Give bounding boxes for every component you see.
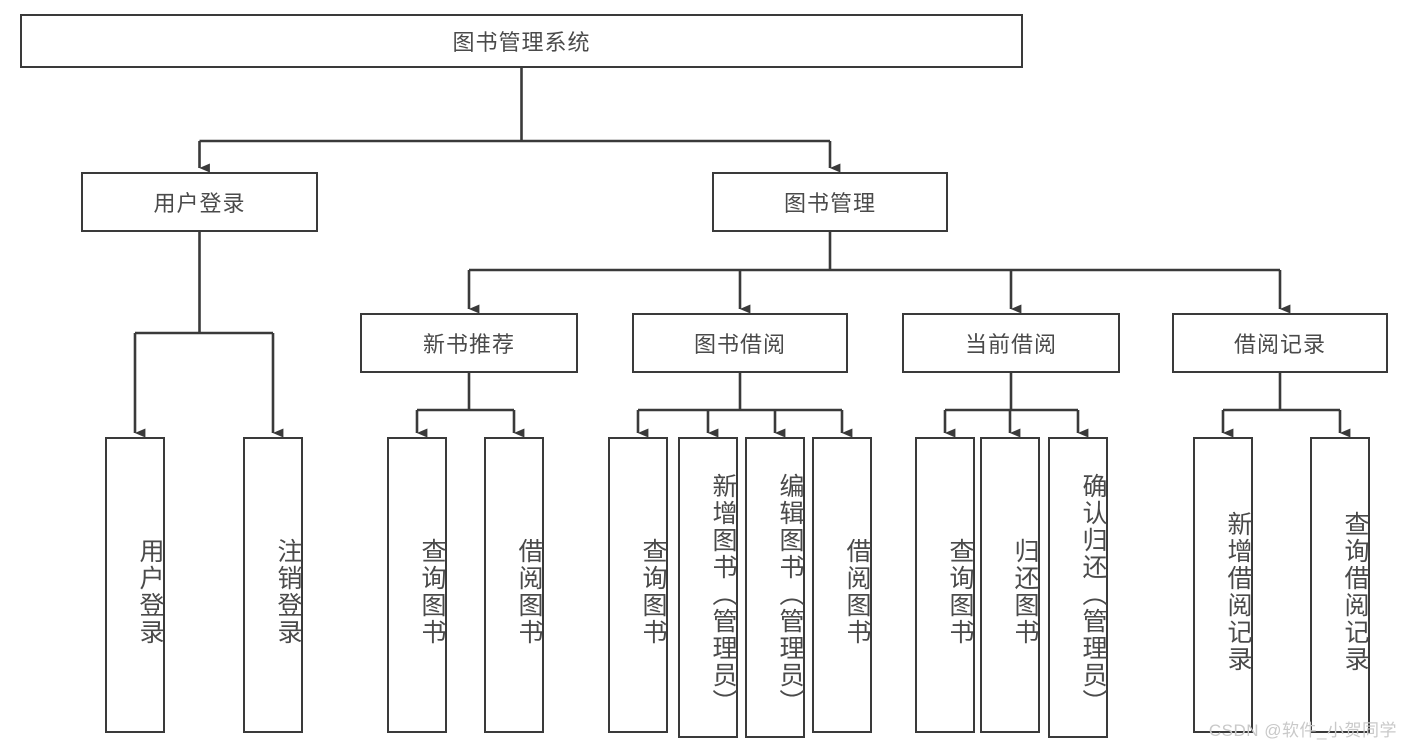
leaf-confirm-return-admin[interactable]: 确认归还（管理员） xyxy=(1048,437,1108,738)
leaf-borrow-book[interactable]: 借阅图书 xyxy=(812,437,872,733)
leaf-add-borrow-record-label: 新增借阅记录 xyxy=(1224,511,1252,673)
leaf-user-login[interactable]: 用户登录 xyxy=(105,437,165,733)
leaf-query-book-borrow[interactable]: 查询图书 xyxy=(608,437,668,733)
node-root-system-label: 图书管理系统 xyxy=(452,30,591,55)
node-book-management-label: 图书管理 xyxy=(783,191,876,216)
leaf-borrow-book-recommend[interactable]: 借阅图书 xyxy=(484,437,544,733)
leaf-borrow-book-label: 借阅图书 xyxy=(843,538,871,646)
leaf-query-book-recommend-label: 查询图书 xyxy=(418,538,446,646)
node-book-management[interactable]: 图书管理 xyxy=(712,172,948,232)
leaf-confirm-return-admin-label: 确认归还（管理员） xyxy=(1079,473,1107,716)
node-borrow-record[interactable]: 借阅记录 xyxy=(1172,313,1388,373)
leaf-query-book-borrow-label: 查询图书 xyxy=(639,538,667,646)
leaf-logout-label: 注销登录 xyxy=(274,538,302,646)
leaf-logout[interactable]: 注销登录 xyxy=(243,437,303,733)
node-borrow-record-label: 借阅记录 xyxy=(1233,332,1326,357)
node-current-borrow[interactable]: 当前借阅 xyxy=(902,313,1120,373)
leaf-add-borrow-record[interactable]: 新增借阅记录 xyxy=(1193,437,1253,733)
leaf-query-borrow-record-label: 查询借阅记录 xyxy=(1341,511,1369,673)
leaf-add-book-admin[interactable]: 新增图书（管理员） xyxy=(678,437,738,738)
leaf-query-book-current[interactable]: 查询图书 xyxy=(915,437,975,733)
node-new-book-recommend-label: 新书推荐 xyxy=(422,332,515,357)
leaf-edit-book-admin-label: 编辑图书（管理员） xyxy=(776,473,804,716)
node-root-system[interactable]: 图书管理系统 xyxy=(20,14,1023,68)
leaf-return-book[interactable]: 归还图书 xyxy=(980,437,1040,733)
leaf-borrow-book-recommend-label: 借阅图书 xyxy=(515,538,543,646)
leaf-query-borrow-record[interactable]: 查询借阅记录 xyxy=(1310,437,1370,733)
node-user-login-label: 用户登录 xyxy=(153,191,246,216)
node-new-book-recommend[interactable]: 新书推荐 xyxy=(360,313,578,373)
leaf-edit-book-admin[interactable]: 编辑图书（管理员） xyxy=(745,437,805,738)
node-current-borrow-label: 当前借阅 xyxy=(964,332,1057,357)
leaf-add-book-admin-label: 新增图书（管理员） xyxy=(709,473,737,716)
csdn-watermark: CSDN @软件_小贺同学 xyxy=(1208,721,1397,740)
leaf-user-login-label: 用户登录 xyxy=(136,538,164,646)
node-book-borrow-label: 图书借阅 xyxy=(693,332,786,357)
node-book-borrow[interactable]: 图书借阅 xyxy=(632,313,848,373)
node-user-login[interactable]: 用户登录 xyxy=(81,172,318,232)
leaf-query-book-current-label: 查询图书 xyxy=(946,538,974,646)
leaf-query-book-recommend[interactable]: 查询图书 xyxy=(387,437,447,733)
leaf-return-book-label: 归还图书 xyxy=(1011,538,1039,646)
